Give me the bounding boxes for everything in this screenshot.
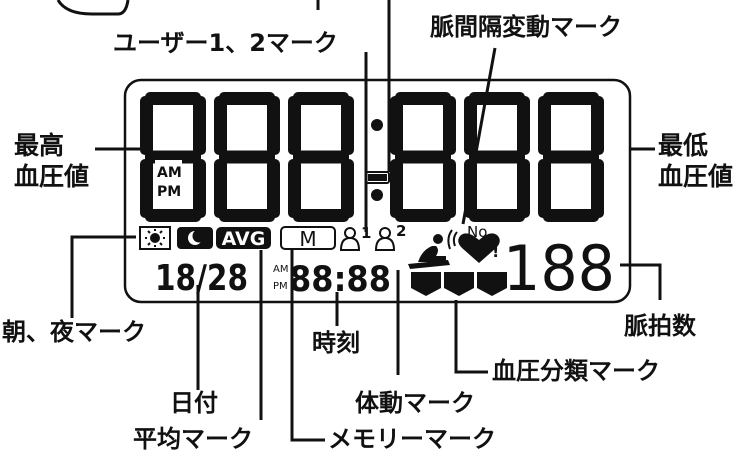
top-box-fragment [56,0,130,16]
date-digits: 18/28 [155,258,248,299]
segment-c [591,159,604,218]
segment-b [517,96,530,155]
segment-e [140,159,153,218]
colon-dot-bottom [371,189,383,201]
label-morning-night: 朝、夜マーク [2,318,146,346]
lcd-frame [123,78,632,304]
segment-a [543,92,599,105]
segment-b [443,96,456,155]
segment-e [464,159,477,218]
bp-digits [140,92,604,222]
segment-g [469,150,525,164]
memory-text: M [299,227,316,251]
segment-g [293,150,349,164]
leader-pulse-rate [620,263,662,300]
leader-lines [56,0,662,442]
segment-f [538,96,551,155]
segment-d [543,209,599,222]
segment-g [543,150,599,164]
pulse-digits: 188 [503,232,615,305]
segment-a [469,92,525,105]
label-body-movement: 体動マーク [355,389,475,417]
segment-b [341,96,354,155]
label-systolic: 最高 血圧値 [14,131,90,191]
segment-c [341,159,354,218]
clock-pm: PM [273,281,288,292]
segment-d [469,209,525,222]
segment-c [517,159,530,218]
clock-am: AM [273,264,288,275]
bp-digit-5 [464,92,530,222]
segment-c [267,159,280,218]
segment-e [214,159,227,218]
label-diastolic: 最低 血圧値 [658,131,734,191]
sun-icon [139,226,171,250]
bp-digit-2 [214,92,280,222]
bp-class-blocks [411,272,507,296]
avg-text: AVG [222,228,266,250]
segment-g [395,150,451,164]
label-average: 平均マーク [133,425,253,453]
user-icon-1 [339,227,361,251]
am-pm-box [155,160,182,200]
label-user-mark: ユーザー1、2マーク [113,29,338,57]
user-1-sup: 1 [361,224,371,242]
segment-g [219,150,275,164]
segment-d [395,209,451,222]
avg-badge [216,227,271,249]
user-2-sup: 2 [396,222,406,240]
segment-b [193,96,206,155]
segment-e [538,159,551,218]
memory-box [280,226,336,250]
segment-e [288,159,301,218]
segment-f [390,96,403,155]
leader-bp-class [454,300,488,374]
segment-c [443,159,456,218]
leader-morning-night [70,235,136,318]
label-bp-class: 血圧分類マーク [492,357,660,385]
segment-c [193,159,206,218]
segment-d [145,209,201,222]
segment-f [464,96,477,155]
heart-icon: ! [447,229,500,263]
body-movement-icon [408,234,450,269]
label-date: 日付 [170,389,218,417]
clock-digits: 88:88 [289,260,391,300]
label-pulse-interval: 脈間隔変動マーク [430,13,622,41]
segment-f [140,96,153,155]
segment-e [390,159,403,218]
label-time: 時刻 [312,329,360,357]
leader-memory [290,250,325,442]
svg-text:!: ! [492,242,499,261]
user-icon-2 [374,227,396,251]
label-pulse-rate: 脈拍数 [624,312,696,340]
segment-a [219,92,275,105]
segment-a [395,92,451,105]
bp-digit-1 [140,92,206,222]
segment-d [219,209,275,222]
segment-d [293,209,349,222]
segment-f [288,96,301,155]
segment-a [145,92,201,105]
label-memory: メモリーマーク [328,425,496,453]
bp-digit-3 [288,92,354,222]
bp-digit-6 [538,92,604,222]
colon-dot-top [371,119,383,131]
am-indicator: AM [157,165,182,181]
segment-f [214,96,227,155]
moon-icon [177,227,213,249]
bp-digit-4 [390,92,456,222]
pm-indicator: PM [157,184,181,200]
segment-a [293,92,349,105]
segment-b [267,96,280,155]
battery-icon [365,171,392,184]
segment-b [591,96,604,155]
